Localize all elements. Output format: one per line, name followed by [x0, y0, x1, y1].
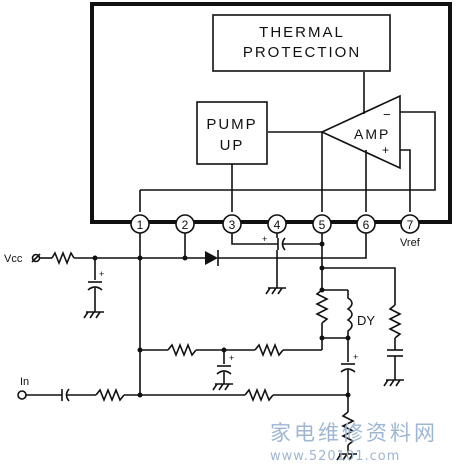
amp-label: AMP	[354, 126, 390, 142]
input-terminal	[17, 390, 27, 400]
pin-6: 6	[356, 214, 376, 234]
vcc-terminal	[31, 253, 41, 263]
amp-minus-sign: −	[383, 107, 391, 122]
thermal-protection-block	[212, 14, 391, 72]
sense-feedback-resistor	[244, 387, 274, 403]
wire-diode-to-pin6	[218, 233, 367, 259]
vcc-resistor	[51, 250, 75, 266]
watermark-url: www.520101.com	[270, 449, 400, 464]
input-label: In	[20, 376, 29, 388]
vref-label: Vref	[400, 237, 421, 249]
svg-text:5: 5	[319, 218, 326, 232]
svg-text:+: +	[262, 234, 267, 244]
feedback-resistor-2	[254, 342, 284, 358]
pump-up-label-line1: PUMP	[206, 116, 257, 133]
svg-text:1: 1	[137, 218, 144, 232]
diode	[205, 251, 218, 265]
svg-text:7: 7	[407, 218, 414, 232]
pin-3: 3	[222, 214, 242, 234]
pin-4: 4	[267, 214, 287, 234]
amplifier-triangle	[320, 94, 401, 170]
pin-1: 1	[130, 214, 150, 234]
feedback-resistor-1	[167, 342, 197, 358]
thermal-label-line2: PROTECTION	[243, 44, 361, 61]
wire-pin7-internal	[400, 149, 411, 212]
thermal-label-line1: THERMAL	[259, 24, 345, 41]
pump-up-block	[196, 101, 268, 165]
svg-text:+: +	[99, 269, 104, 279]
svg-text:2: 2	[182, 218, 189, 232]
deflection-yoke-coil	[346, 290, 353, 338]
svg-text:3: 3	[229, 218, 236, 232]
sense-resistor	[341, 411, 355, 446]
pin-2: 2	[175, 214, 195, 234]
dy-label: DY	[357, 313, 375, 328]
snubber-resistor	[388, 304, 402, 339]
pump-up-label-line2: UP	[220, 137, 245, 154]
svg-text:+: +	[229, 353, 234, 363]
svg-text:+: +	[353, 352, 358, 362]
watermark-cn: 家电维修资料网	[270, 421, 438, 445]
input-resistor	[95, 387, 125, 403]
svg-text:6: 6	[363, 218, 370, 232]
damping-resistor	[315, 289, 329, 324]
pin-5: 5	[312, 214, 332, 234]
svg-text:4: 4	[274, 218, 281, 232]
vcc-label: Vcc	[4, 253, 23, 265]
pin-7: 7	[400, 214, 420, 234]
amp-plus-sign: +	[382, 143, 389, 157]
wire-feedback	[140, 111, 436, 191]
